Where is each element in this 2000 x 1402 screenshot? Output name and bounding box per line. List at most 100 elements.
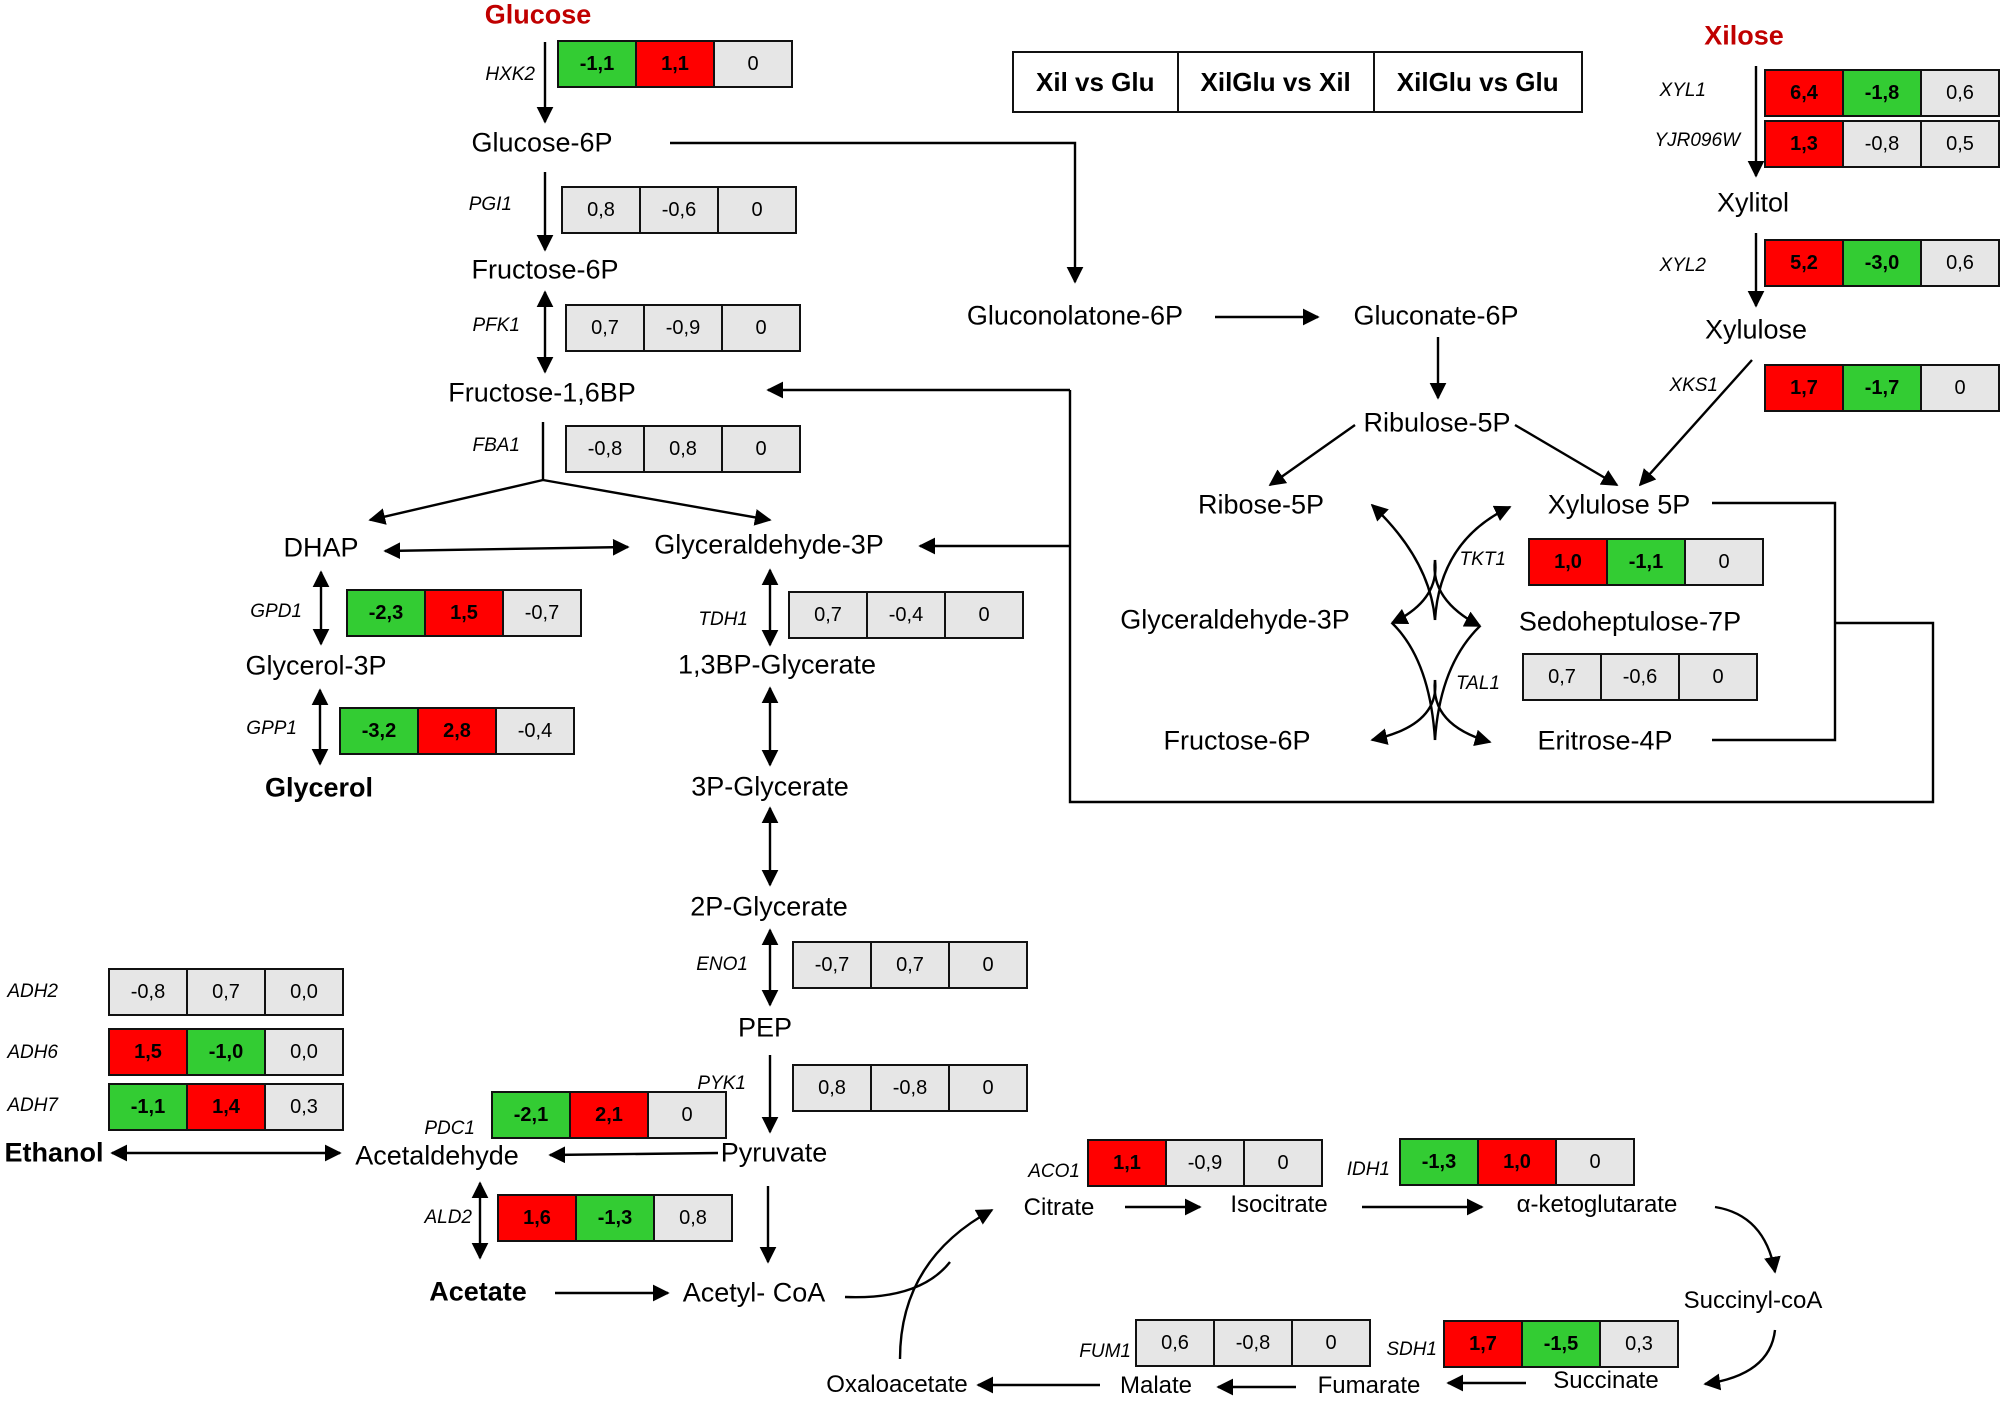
heatmap-cell-xil-vs-glu: -0,8 (108, 968, 188, 1016)
gene-label-adh6: ADH6 (7, 1042, 58, 1063)
heatmap-cell-xilglu-vs-glu: 0,6 (1920, 69, 2000, 117)
heatmap-cell-xilglu-vs-glu: 0 (944, 591, 1024, 639)
heatmap-cell-xilglu-vs-xil: 0,7 (186, 968, 266, 1016)
gene-label-aco1: ACO1 (1028, 1161, 1080, 1182)
arrow-pdc1 (548, 1146, 719, 1164)
heatmap-cell-xilglu-vs-xil: 0,8 (643, 425, 723, 473)
gene-label-xyl1: XYL1 (1659, 80, 1706, 101)
arrow-to-dhap (368, 478, 544, 525)
metabolite-gluconate-6p: Gluconate-6P (1353, 300, 1519, 331)
arrow-acetylcoa-citrate (844, 1261, 951, 1299)
legend-xilglu-vs-xil: XilGlu vs Xil (1176, 51, 1375, 113)
metabolite-oxaloacetate: Oxaloacetate (826, 1371, 968, 1398)
heatmap-cell-xil-vs-glu: 1,7 (1764, 364, 1844, 412)
heatmap-cell-xil-vs-glu: 0,8 (561, 186, 641, 234)
heatmap-cell-xilglu-vs-glu: 0 (1920, 364, 2000, 412)
arrow-lsc (1703, 1329, 1777, 1391)
metabolite-2p-glycerate: 2P-Glycerate (690, 891, 848, 922)
heatmap-cell-xilglu-vs-glu: 0,0 (264, 968, 344, 1016)
heatmap-cell-xilglu-vs-xil: -1,5 (1521, 1320, 1601, 1368)
arrow-dhap-gap (383, 538, 630, 560)
heatmap-cell-xil-vs-glu: 1,3 (1764, 120, 1844, 168)
heatmap-cell-xil-vs-glu: -1,1 (557, 40, 637, 88)
gene-label-adh7: ADH7 (7, 1095, 58, 1116)
heatmap-cell-xilglu-vs-xil: -0,9 (1165, 1139, 1245, 1187)
metabolite-xylitol: Xylitol (1716, 187, 1790, 218)
gene-label-tal1: TAL1 (1455, 673, 1500, 694)
heatmap-cell-xilglu-vs-glu: 0 (1684, 538, 1764, 586)
heatmap-cell-xilglu-vs-xil: 1,5 (424, 589, 504, 637)
gene-label-tkt1: TKT1 (1459, 549, 1506, 570)
heatmap-cell-xil-vs-glu: -0,8 (565, 425, 645, 473)
heatmap-cell-xilglu-vs-xil: -0,6 (639, 186, 719, 234)
metabolite-alpha-ketoglutarate: α-ketoglutarate (1516, 1191, 1678, 1218)
heatmap-cell-xilglu-vs-xil: 0,7 (870, 941, 950, 989)
heatmap-cell-xilglu-vs-glu: 0,6 (1920, 239, 2000, 287)
gene-label-pfk1: PFK1 (472, 315, 520, 336)
line-ppp-return (1068, 390, 1935, 804)
heatmap-cell-xilglu-vs-glu: 0 (948, 1064, 1028, 1112)
metabolite-acetate: Acetate (429, 1276, 527, 1307)
metabolite-sedoheptulose-7p: Sedoheptulose-7P (1518, 606, 1742, 637)
metabolite-glucose-6p: Glucose-6P (471, 127, 613, 158)
heatmap-cell-xil-vs-glu: 0,7 (565, 304, 645, 352)
metabolite-acetyl-coa: Acetyl- CoA (682, 1277, 826, 1308)
arrow-g6p-ppp (670, 141, 1084, 284)
metabolite-glycerol-3p: Glycerol-3P (245, 650, 387, 681)
heatmap-cell-xilglu-vs-glu: 0 (721, 425, 801, 473)
metabolite-succinyl-coa: Succinyl-coA (1683, 1287, 1823, 1314)
heatmap-cell-xil-vs-glu: 5,2 (1764, 239, 1844, 287)
heatmap-cell-xilglu-vs-glu: 0 (1243, 1139, 1323, 1187)
heatmap-cell-xil-vs-glu: 6,4 (1764, 69, 1844, 117)
arrow-tkt-s7p (1433, 559, 1482, 628)
heatmap-cell-xil-vs-glu: -0,7 (792, 941, 872, 989)
heatmap-cell-xilglu-vs-glu: 0 (948, 941, 1028, 989)
gene-label-eno1: ENO1 (696, 954, 748, 975)
arrow-tkt-r5p (1370, 503, 1437, 621)
metabolite-3p-glycerate: 3P-Glycerate (691, 771, 849, 802)
gene-label-xyl2: XYL2 (1659, 255, 1706, 276)
gene-label-gpd1: GPD1 (250, 601, 302, 622)
arrow-tal-gap (1391, 622, 1437, 741)
heatmap-cell-xilglu-vs-glu: 0 (717, 186, 797, 234)
metabolite-fructose-6p: Fructose-6P (471, 254, 619, 285)
arrow-tal-f6p (1370, 679, 1437, 745)
metabolite-pyruvate: Pyruvate (720, 1137, 828, 1168)
metabolite-fructose-6p-ppp: Fructose-6P (1163, 725, 1311, 756)
metabolite-isocitrate: Isocitrate (1230, 1191, 1328, 1218)
gene-label-pdc1: PDC1 (424, 1118, 475, 1139)
metabolite-fumarate: Fumarate (1317, 1372, 1421, 1399)
heatmap-cell-xilglu-vs-xil: -3,0 (1842, 239, 1922, 287)
comparison-legend: Xil vs Glu XilGlu vs Xil XilGlu vs Glu (1012, 51, 1583, 113)
heatmap-cell-xilglu-vs-xil: 1,1 (635, 40, 715, 88)
heatmap-cell-xilglu-vs-xil: -1,3 (575, 1194, 655, 1242)
gene-label-idh1: IDH1 (1346, 1159, 1390, 1180)
heatmap-cell-xilglu-vs-glu: 0 (1555, 1138, 1635, 1186)
heatmap-cell-xilglu-vs-glu: -0,7 (502, 589, 582, 637)
heatmap-cell-xil-vs-glu: 0,6 (1135, 1319, 1215, 1367)
metabolite-13bp-glycerate: 1,3BP-Glycerate (677, 649, 877, 680)
metabolite-malate: Malate (1119, 1372, 1193, 1399)
heatmap-cell-xilglu-vs-glu: 0,5 (1920, 120, 2000, 168)
heatmap-cell-xilglu-vs-xil: -0,4 (866, 591, 946, 639)
heatmap-cell-xilglu-vs-glu: 0,3 (264, 1083, 344, 1131)
arrow-tkt-x5p (1433, 505, 1512, 621)
metabolite-glucose: Glucose (484, 0, 592, 30)
heatmap-cell-xilglu-vs-xil: -1,1 (1606, 538, 1686, 586)
metabolite-citrate: Citrate (1023, 1194, 1095, 1221)
heatmap-cell-xilglu-vs-xil: -1,8 (1842, 69, 1922, 117)
heatmap-cell-xilglu-vs-glu: 0,0 (264, 1028, 344, 1076)
